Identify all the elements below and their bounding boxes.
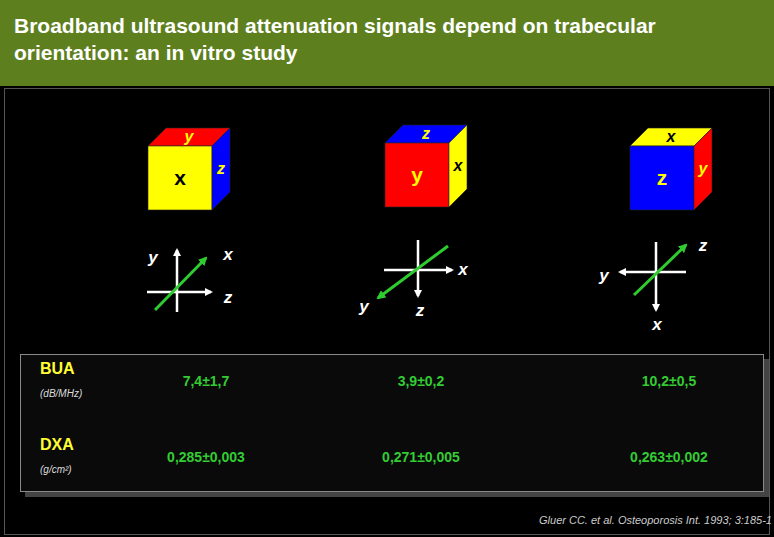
axis-label: z bbox=[416, 301, 425, 321]
slide-title: Broadband ultrasound attenuation signals… bbox=[14, 12, 754, 66]
unit-label: (dB/MHz) bbox=[40, 388, 82, 399]
sample-cube: x z y bbox=[629, 127, 713, 211]
face-label: z bbox=[217, 160, 225, 178]
sample-cube: y x z bbox=[147, 127, 231, 211]
axis-label: z bbox=[224, 288, 233, 308]
results-table: BUA (dB/MHz) 7,4±1,7 3,9±0,2 10,2±0,5DXA (g/c… bbox=[20, 354, 764, 492]
face-label: y bbox=[699, 160, 708, 178]
axis-label: y bbox=[599, 266, 608, 286]
table-value: 3,9±0,2 bbox=[398, 373, 445, 389]
axis-label: z bbox=[699, 236, 708, 256]
axis-set bbox=[620, 242, 686, 310]
citation: Gluer CC. et al. Osteoporosis Int. 1993;… bbox=[539, 514, 772, 526]
face-label: z bbox=[422, 125, 430, 143]
sample-cube: z y x bbox=[384, 124, 468, 208]
face-label: y bbox=[411, 163, 423, 187]
face-label: x bbox=[667, 128, 676, 146]
table-value: 7,4±1,7 bbox=[183, 373, 230, 389]
table-value: 0,271±0,005 bbox=[382, 449, 460, 465]
table-value: 0,263±0,002 bbox=[630, 449, 708, 465]
unit-label: (g/cm²) bbox=[40, 464, 72, 475]
row-header: DXA bbox=[40, 436, 74, 454]
axis-set bbox=[378, 240, 452, 298]
axis-label: x bbox=[223, 245, 232, 265]
axis-label: x bbox=[458, 260, 467, 280]
face-label: y bbox=[185, 128, 194, 146]
face-label: x bbox=[174, 166, 186, 190]
axis-label: x bbox=[652, 315, 661, 335]
axis-label: y bbox=[148, 248, 157, 268]
table-value: 0,285±0,003 bbox=[167, 449, 245, 465]
table-value: 10,2±0,5 bbox=[642, 373, 696, 389]
face-label: z bbox=[657, 166, 668, 190]
row-header: BUA bbox=[40, 360, 75, 378]
face-label: x bbox=[454, 157, 463, 175]
axis-label: y bbox=[359, 297, 368, 317]
